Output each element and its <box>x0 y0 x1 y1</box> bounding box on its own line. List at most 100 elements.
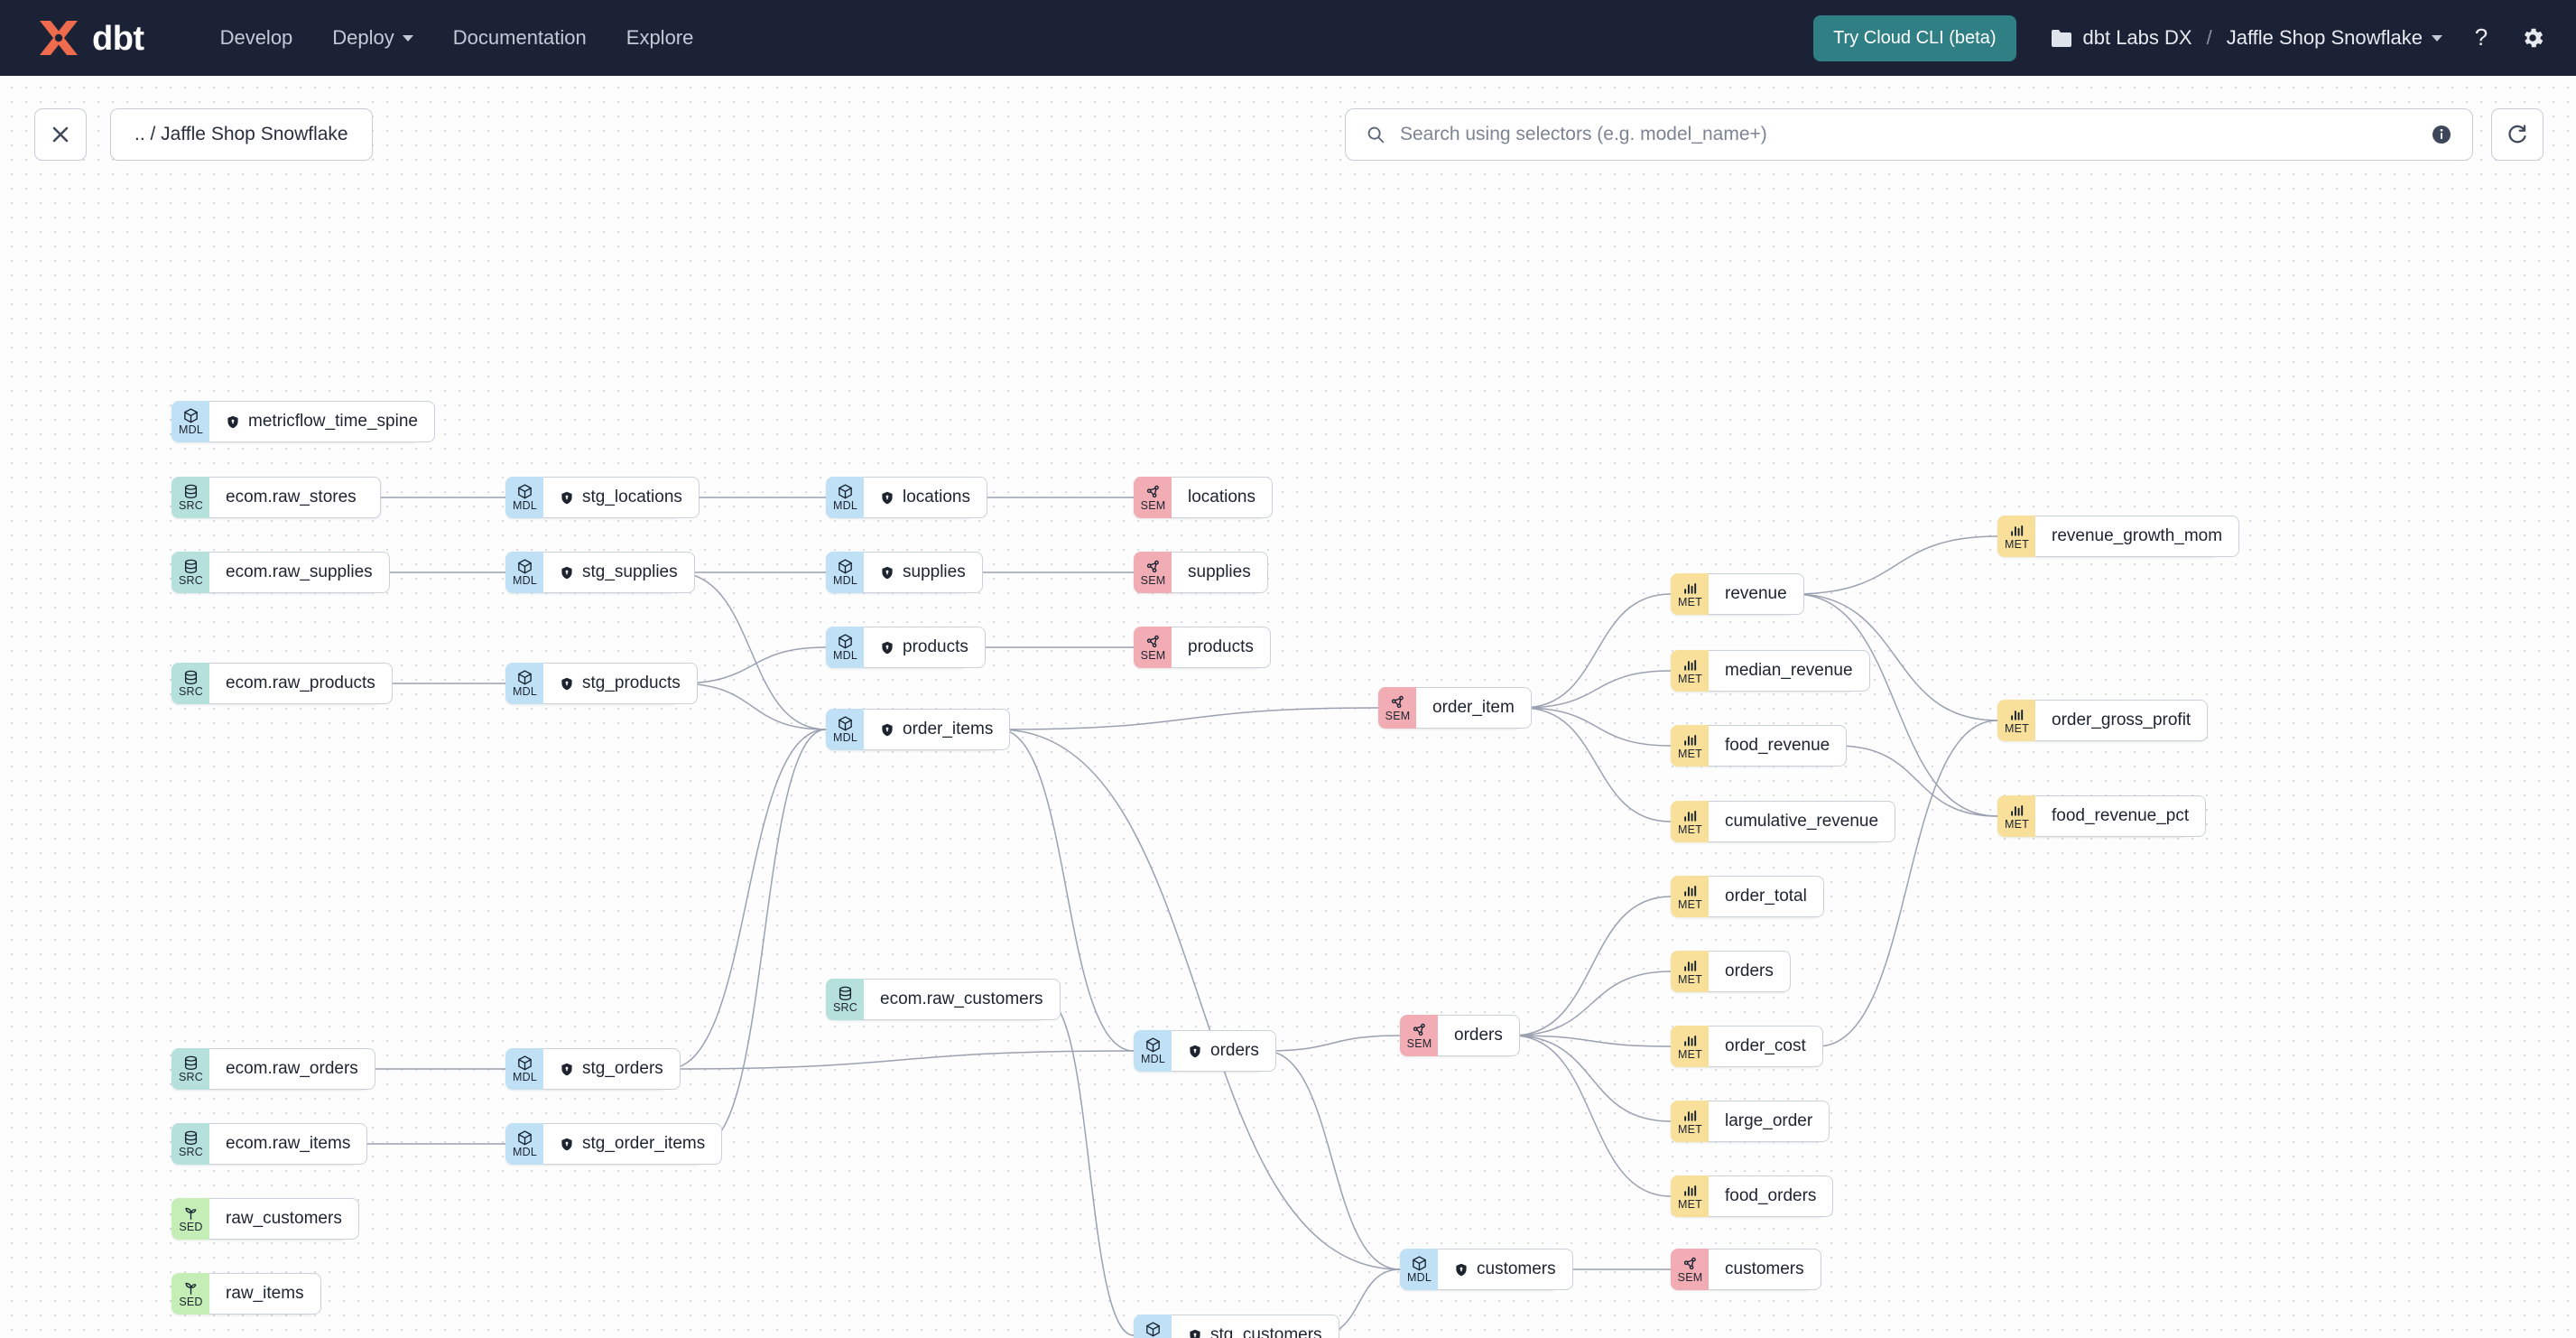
database-icon <box>182 559 199 575</box>
help-icon[interactable]: ? <box>2469 24 2493 51</box>
node-body: cumulative_revenue <box>1709 801 1896 842</box>
shield-icon <box>560 565 574 581</box>
nav-link-develop[interactable]: Develop <box>200 0 313 76</box>
shield-icon <box>880 722 894 738</box>
nav-link-explore[interactable]: Explore <box>607 0 714 76</box>
node-body: orders <box>1709 951 1791 992</box>
node-type-code: MDL <box>833 573 857 587</box>
seedling-icon <box>182 1280 199 1296</box>
node-label: ecom.raw_orders <box>226 1059 358 1078</box>
node-type-code: MDL <box>513 498 537 512</box>
node-body: revenue_growth_mom <box>2035 516 2240 557</box>
shield-icon <box>880 565 894 581</box>
node-type-code: MDL <box>833 498 857 512</box>
node-body: food_orders <box>1709 1175 1834 1217</box>
account-name[interactable]: dbt Labs DX <box>2082 26 2192 49</box>
node-type-code: SEM <box>1140 573 1166 587</box>
breadcrumb-chip[interactable]: .. / Jaffle Shop Snowflake <box>110 108 373 161</box>
node-type-badge-met: MET <box>1671 1101 1709 1142</box>
graph-node-supplies[interactable]: MDL supplies <box>826 552 983 593</box>
node-type-badge-src: SRC <box>171 477 209 518</box>
node-type-code: MDL <box>513 573 537 587</box>
dbt-logo[interactable]: dbt <box>34 18 144 58</box>
shield-icon <box>880 640 894 655</box>
shield-icon <box>560 1137 574 1152</box>
node-body: ecom.raw_customers <box>864 979 1061 1020</box>
account-project-breadcrumb: dbt Labs DX / Jaffle Shop Snowflake <box>2051 26 2442 50</box>
breadcrumb-separator: / <box>2206 26 2212 49</box>
bar-chart-icon <box>1682 1183 1699 1199</box>
node-type-badge-met: MET <box>1671 951 1709 992</box>
node-type-badge-mdl: MDL <box>505 663 543 704</box>
node-body: ecom.raw_products <box>209 663 393 704</box>
node-label: food_revenue_pct <box>2052 806 2190 825</box>
nav-link-documentation[interactable]: Documentation <box>433 0 607 76</box>
node-type-badge-met: MET <box>1997 516 2035 557</box>
node-body: revenue <box>1709 573 1804 615</box>
chevron-down-icon <box>2432 34 2442 42</box>
info-icon[interactable] <box>2431 124 2452 145</box>
search-bar[interactable] <box>1345 108 2473 161</box>
nav-link-deploy[interactable]: Deploy <box>312 0 432 76</box>
node-body: raw_customers <box>209 1198 359 1240</box>
node-label: supplies <box>903 562 966 581</box>
project-name: Jaffle Shop Snowflake <box>2226 26 2423 49</box>
node-type-badge-sem: SEM <box>1400 1015 1438 1056</box>
close-button[interactable] <box>34 108 87 161</box>
refresh-button[interactable] <box>2491 108 2544 161</box>
node-type-badge-mdl: MDL <box>1134 1315 1172 1338</box>
node-type-badge-met: MET <box>1997 700 2035 741</box>
node-label: order_cost <box>1725 1036 1806 1055</box>
node-label: locations <box>903 488 970 506</box>
graph-node-met_large_order[interactable]: MET large_order <box>1671 1101 1830 1142</box>
project-selector[interactable]: Jaffle Shop Snowflake <box>2227 26 2442 50</box>
shield-icon <box>1454 1262 1469 1278</box>
gear-icon[interactable] <box>2520 25 2545 51</box>
shield-icon <box>226 414 240 430</box>
node-body: order_cost <box>1709 1026 1823 1067</box>
graph-node-locations[interactable]: MDL locations <box>826 477 987 518</box>
node-label: large_order <box>1725 1111 1813 1130</box>
node-body: orders <box>1438 1015 1520 1056</box>
try-cloud-cli-button[interactable]: Try Cloud CLI (beta) <box>1813 14 2016 61</box>
node-type-code: SRC <box>179 498 203 512</box>
search-input[interactable] <box>1398 123 2431 146</box>
